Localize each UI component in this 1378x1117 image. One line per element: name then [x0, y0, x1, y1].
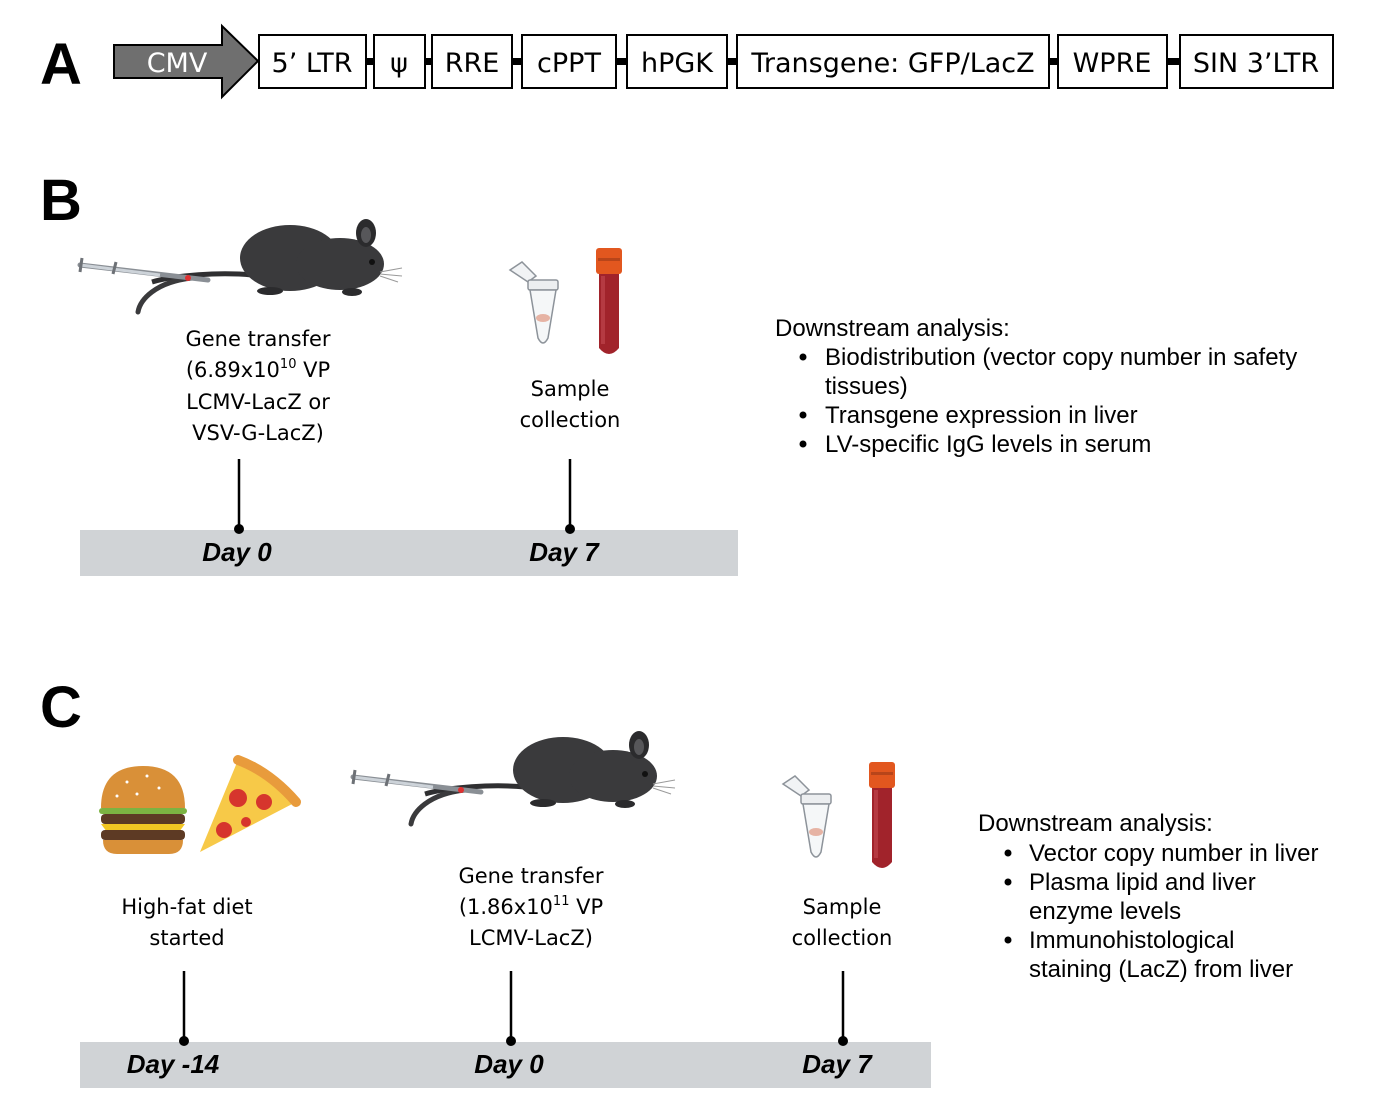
sin-3ltr-box — [1179, 34, 1334, 89]
panel-a-label: A — [40, 32, 82, 97]
mouse-injection-icon — [80, 219, 402, 312]
event-dose-line: (6.89x1010 VP — [186, 357, 330, 382]
event-dose-line: (1.86x1011 VP — [459, 894, 603, 919]
day-label: Day 0 — [474, 1049, 544, 1079]
analysis-item-continued: enzyme levels — [1029, 898, 1181, 925]
event-gene-transfer-b: Gene transfer (6.89x1010 VP LCMV-LacZ or… — [185, 327, 330, 445]
sample-tubes-icon — [782, 761, 896, 869]
event-label-line: VSV-G-LacZ) — [192, 421, 324, 445]
cppt-box — [521, 34, 617, 89]
timeline-marker — [838, 971, 848, 1046]
event-label-line: started — [149, 926, 224, 950]
analysis-item-continued: tissues) — [825, 373, 908, 400]
day-label: Day 0 — [202, 537, 272, 567]
event-label-line: Gene transfer — [458, 864, 603, 888]
analysis-item: Immunohistological — [1029, 927, 1234, 954]
vector-cassette: 5’ LTR ψ RRE cPPT hPGK Transgene: GFP/La… — [258, 34, 1334, 89]
rre-label: RRE — [445, 48, 500, 79]
event-label-line: collection — [792, 926, 893, 950]
event-label-line: High-fat diet — [121, 895, 252, 919]
wpre-box — [1057, 34, 1168, 89]
day-label: Day 7 — [802, 1049, 873, 1079]
bullet — [799, 353, 807, 361]
transgene-label: Transgene: GFP/LacZ — [750, 48, 1034, 79]
panel-b-label: B — [40, 168, 82, 233]
event-label-line: Gene transfer — [185, 327, 330, 351]
cmv-label: CMV — [147, 48, 208, 79]
timeline-marker — [565, 459, 575, 534]
bullet — [1004, 878, 1012, 886]
wpre-label: WPRE — [1073, 48, 1152, 79]
event-label-line: Sample — [531, 377, 610, 401]
analysis-item: LV-specific IgG levels in serum — [825, 431, 1151, 458]
day-label: Day 7 — [529, 537, 600, 567]
event-sample-collection-c: Sample collection — [792, 895, 893, 950]
rre-box — [431, 34, 513, 89]
sin-3ltr-label: SIN 3’LTR — [1193, 48, 1319, 79]
analysis-title: Downstream analysis: — [775, 315, 1010, 342]
hpgk-box — [626, 34, 728, 89]
bullet — [1004, 849, 1012, 857]
bullet — [799, 411, 807, 419]
analysis-item-continued: staining (LacZ) from liver — [1029, 956, 1293, 983]
analysis-item: Vector copy number in liver — [1029, 840, 1318, 867]
ltr5-label: 5’ LTR — [272, 48, 353, 79]
bullet — [1004, 936, 1012, 944]
sample-tubes-icon — [509, 247, 623, 355]
timeline-bar-b — [80, 530, 738, 576]
cmv-promoter-arrow: CMV — [113, 23, 260, 100]
ltr5-box — [258, 34, 367, 89]
event-label-line: collection — [520, 408, 621, 432]
event-gene-transfer-c: Gene transfer (1.86x1011 VP LCMV-LacZ) — [458, 864, 603, 950]
day-label: Day -14 — [127, 1049, 220, 1079]
psi-box — [373, 34, 426, 89]
hpgk-label: hPGK — [641, 48, 714, 79]
analysis-item: Plasma lipid and liver — [1029, 869, 1256, 896]
event-label-line: LCMV-LacZ or — [186, 390, 330, 414]
analysis-title: Downstream analysis: — [978, 810, 1213, 837]
event-label-line: LCMV-LacZ) — [469, 926, 593, 950]
panel-c-label: C — [40, 675, 82, 740]
timeline-marker — [234, 459, 244, 534]
analysis-item: Transgene expression in liver — [825, 402, 1138, 429]
transgene-box — [736, 34, 1050, 89]
timeline-marker — [179, 971, 189, 1046]
analysis-list-b: Downstream analysis: Biodistribution (ve… — [775, 315, 1297, 458]
event-label-line: Sample — [803, 895, 882, 919]
event-high-fat-diet: High-fat diet started — [121, 895, 252, 950]
bullet — [799, 440, 807, 448]
timeline-bar-c — [80, 1042, 931, 1088]
burger-icon — [99, 766, 187, 854]
timeline-marker — [506, 971, 516, 1046]
mouse-injection-icon — [353, 731, 675, 824]
cppt-label: cPPT — [537, 48, 601, 79]
pizza-icon — [200, 760, 296, 852]
analysis-list-c: Downstream analysis: Vector copy number … — [978, 810, 1318, 983]
event-sample-collection-b: Sample collection — [520, 377, 621, 432]
analysis-item: Biodistribution (vector copy number in s… — [825, 344, 1297, 371]
psi-label: ψ — [390, 48, 408, 79]
